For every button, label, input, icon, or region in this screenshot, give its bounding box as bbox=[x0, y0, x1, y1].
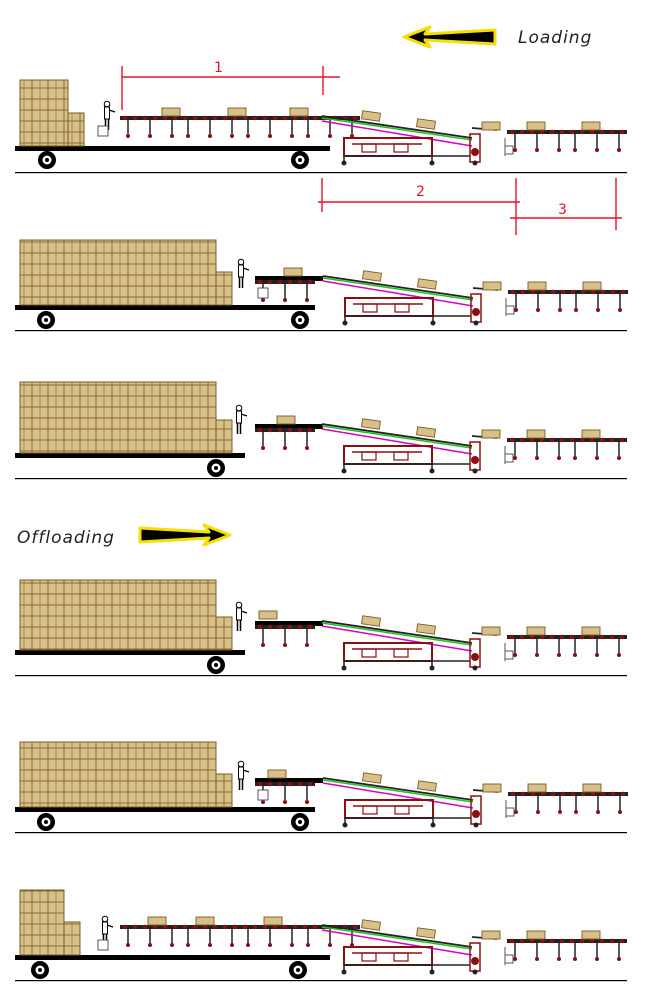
telescopic-feeder bbox=[254, 621, 323, 648]
inclined-boom bbox=[322, 111, 627, 166]
trailer-wheel bbox=[207, 656, 225, 674]
cargo-stack-step bbox=[215, 271, 233, 306]
cargo-stack-step bbox=[215, 419, 233, 454]
cargo-stack bbox=[19, 381, 217, 454]
trailer-deck bbox=[15, 955, 330, 960]
scene-5-offloading-mid bbox=[15, 741, 628, 834]
trailer-wheel bbox=[291, 151, 309, 169]
cargo-stack bbox=[19, 741, 217, 808]
cargo-stack-step bbox=[67, 112, 85, 147]
dimension-2 bbox=[318, 178, 520, 235]
trailer-deck bbox=[15, 305, 315, 310]
trailer-wheel bbox=[207, 459, 225, 477]
dimension-1-label: 1 bbox=[214, 60, 223, 76]
telescopic-feeder bbox=[119, 115, 361, 139]
trailer-wheel bbox=[38, 151, 56, 169]
telescopic-feeder bbox=[254, 276, 323, 303]
trailer-wheel bbox=[31, 961, 49, 979]
offloading-arrow-icon bbox=[138, 523, 232, 547]
inclined-boom bbox=[322, 419, 627, 474]
operator bbox=[235, 404, 248, 435]
operator bbox=[235, 601, 248, 632]
offloading-label: Offloading bbox=[17, 528, 115, 548]
inclined-boom bbox=[322, 616, 627, 671]
cargo-stack-step bbox=[63, 921, 81, 956]
dimension-3-label: 3 bbox=[558, 202, 567, 218]
dimension-2-label: 2 bbox=[416, 184, 425, 200]
scene-4-offloading-full bbox=[15, 579, 627, 677]
scene-2-loading-mid bbox=[15, 239, 628, 332]
loading-label: Loading bbox=[518, 28, 592, 48]
cargo-stack-step bbox=[215, 616, 233, 651]
trailer-deck bbox=[15, 807, 315, 812]
cargo-stack bbox=[19, 579, 217, 651]
trailer-wheel bbox=[37, 311, 55, 329]
cargo-stack bbox=[19, 239, 217, 306]
loading-arrow-icon bbox=[402, 25, 497, 49]
operator bbox=[237, 258, 250, 289]
trailer-deck bbox=[15, 650, 245, 655]
trailer-wheel bbox=[37, 813, 55, 831]
scene-6-offloading-end bbox=[15, 889, 627, 982]
trailer-wheel bbox=[291, 311, 309, 329]
trailer-wheel bbox=[291, 813, 309, 831]
inclined-boom bbox=[323, 271, 628, 326]
operator bbox=[237, 760, 250, 791]
inclined-boom bbox=[323, 773, 628, 828]
dimension-3 bbox=[510, 178, 622, 230]
cargo-stack bbox=[19, 889, 65, 956]
telescopic-feeder bbox=[254, 424, 323, 451]
cargo-stack bbox=[19, 79, 69, 147]
cargo-stack-step bbox=[215, 773, 233, 808]
trailer-deck bbox=[15, 453, 245, 458]
scene-3-loading-full bbox=[15, 381, 627, 480]
trailer-deck bbox=[15, 146, 330, 151]
telescopic-feeder bbox=[119, 924, 361, 948]
dimension-1 bbox=[121, 66, 340, 110]
telescopic-feeder bbox=[254, 778, 323, 805]
trailer-wheel bbox=[289, 961, 307, 979]
scene-1-loading-start: 1 2 3 bbox=[15, 60, 627, 235]
inclined-boom bbox=[322, 920, 627, 975]
